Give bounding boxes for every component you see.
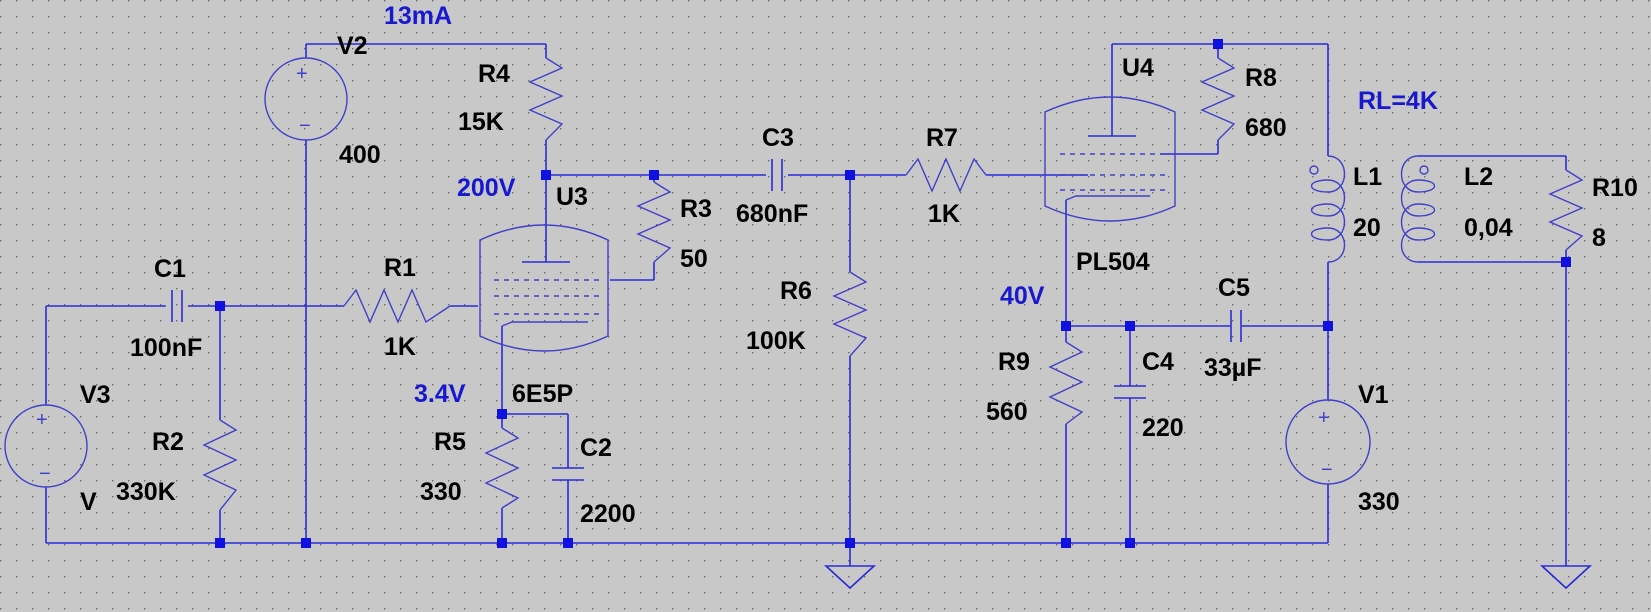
label-r4-value: 15K: [458, 108, 504, 136]
label-r9-name: R9: [998, 348, 1030, 376]
label-l1-value: 20: [1353, 214, 1381, 242]
voltage-source-v2[interactable]: + −: [264, 57, 348, 141]
current-annotation: 13mA: [384, 2, 452, 30]
tube-u3[interactable]: [479, 224, 609, 352]
svg-text:+: +: [1318, 407, 1330, 429]
svg-text:−: −: [39, 463, 51, 485]
label-r3-name: R3: [680, 195, 712, 223]
label-u3-value: 6E5P: [512, 380, 573, 408]
load-annotation: RL=4K: [1358, 87, 1438, 115]
svg-text:+: +: [36, 409, 48, 431]
resistor-r2[interactable]: [202, 419, 238, 511]
label-l2-value: 0,04: [1464, 214, 1513, 242]
label-c1-value: 100nF: [130, 334, 202, 362]
capacitor-c3[interactable]: [771, 159, 783, 191]
resistor-r9[interactable]: [1048, 341, 1084, 425]
label-r1-name: R1: [384, 254, 416, 282]
label-r7-value: 1K: [928, 200, 960, 228]
tube-u4[interactable]: [1044, 96, 1176, 222]
inductor-l2[interactable]: [1401, 155, 1436, 263]
label-c4-value: 220: [1142, 414, 1184, 442]
capacitor-c5[interactable]: [1230, 310, 1242, 342]
label-c5-name: C5: [1218, 274, 1250, 302]
label-c2-name: C2: [580, 434, 612, 462]
label-v3-value: V: [80, 488, 97, 516]
label-u3-name: U3: [556, 183, 588, 211]
label-v1-name: V1: [1358, 381, 1389, 409]
voltage-source-v3[interactable]: + −: [4, 404, 88, 488]
voltage-annotation-cathode-u4: 40V: [1000, 282, 1045, 310]
resistor-r4[interactable]: [528, 57, 564, 141]
label-r5-name: R5: [434, 428, 466, 456]
voltage-source-v1[interactable]: + −: [1285, 399, 1371, 485]
junctions: [215, 39, 1571, 548]
label-v3-name: V3: [80, 381, 111, 409]
label-r6-name: R6: [780, 277, 812, 305]
capacitor-c2[interactable]: [552, 467, 584, 481]
capacitor-c4[interactable]: [1114, 385, 1146, 399]
label-r8-name: R8: [1245, 64, 1277, 92]
label-v2-value: 400: [339, 141, 381, 169]
label-c5-value: 33µF: [1204, 354, 1261, 382]
label-r5-value: 330: [420, 478, 462, 506]
label-r6-value: 100K: [746, 327, 806, 355]
capacitor-c1[interactable]: [171, 290, 183, 322]
resistor-r3[interactable]: [636, 181, 672, 263]
resistor-r1[interactable]: [343, 288, 451, 324]
label-v1-value: 330: [1358, 488, 1400, 516]
voltage-annotation-plate-u3: 200V: [457, 174, 516, 202]
label-c1-name: C1: [154, 255, 186, 283]
label-r2-value: 330K: [116, 478, 176, 506]
resistor-r5[interactable]: [484, 427, 520, 509]
label-c2-value: 2200: [580, 500, 636, 528]
label-u4-value: PL504: [1076, 248, 1150, 276]
label-r2-name: R2: [152, 428, 184, 456]
label-l1-name: L1: [1353, 163, 1382, 191]
label-c3-value: 680nF: [736, 200, 808, 228]
svg-text:+: +: [296, 63, 308, 85]
label-r1-value: 1K: [384, 333, 416, 361]
svg-text:−: −: [1321, 459, 1333, 481]
ground-symbol-2: [1539, 565, 1593, 590]
label-r9-value: 560: [986, 398, 1028, 426]
label-r3-value: 50: [680, 245, 708, 273]
resistor-r7[interactable]: [905, 157, 987, 193]
label-l2-name: L2: [1464, 163, 1493, 191]
resistor-r10[interactable]: [1548, 169, 1584, 251]
label-r7-name: R7: [926, 124, 958, 152]
voltage-annotation-cathode-u3: 3.4V: [414, 380, 466, 408]
label-u4-name: U4: [1122, 54, 1154, 82]
label-r10-name: R10: [1592, 174, 1638, 202]
label-r10-value: 8: [1592, 224, 1606, 252]
label-r8-value: 680: [1245, 114, 1287, 142]
label-c4-name: C4: [1142, 348, 1174, 376]
label-r4-name: R4: [478, 60, 510, 88]
ground-symbol-1: [823, 565, 877, 590]
inductor-l1[interactable]: [1309, 155, 1345, 263]
resistor-r6[interactable]: [832, 271, 868, 357]
resistor-r8[interactable]: [1200, 57, 1236, 141]
wires: [45, 43, 1567, 566]
svg-text:−: −: [299, 115, 311, 137]
label-v2-name: V2: [337, 32, 368, 60]
label-c3-name: C3: [762, 124, 794, 152]
